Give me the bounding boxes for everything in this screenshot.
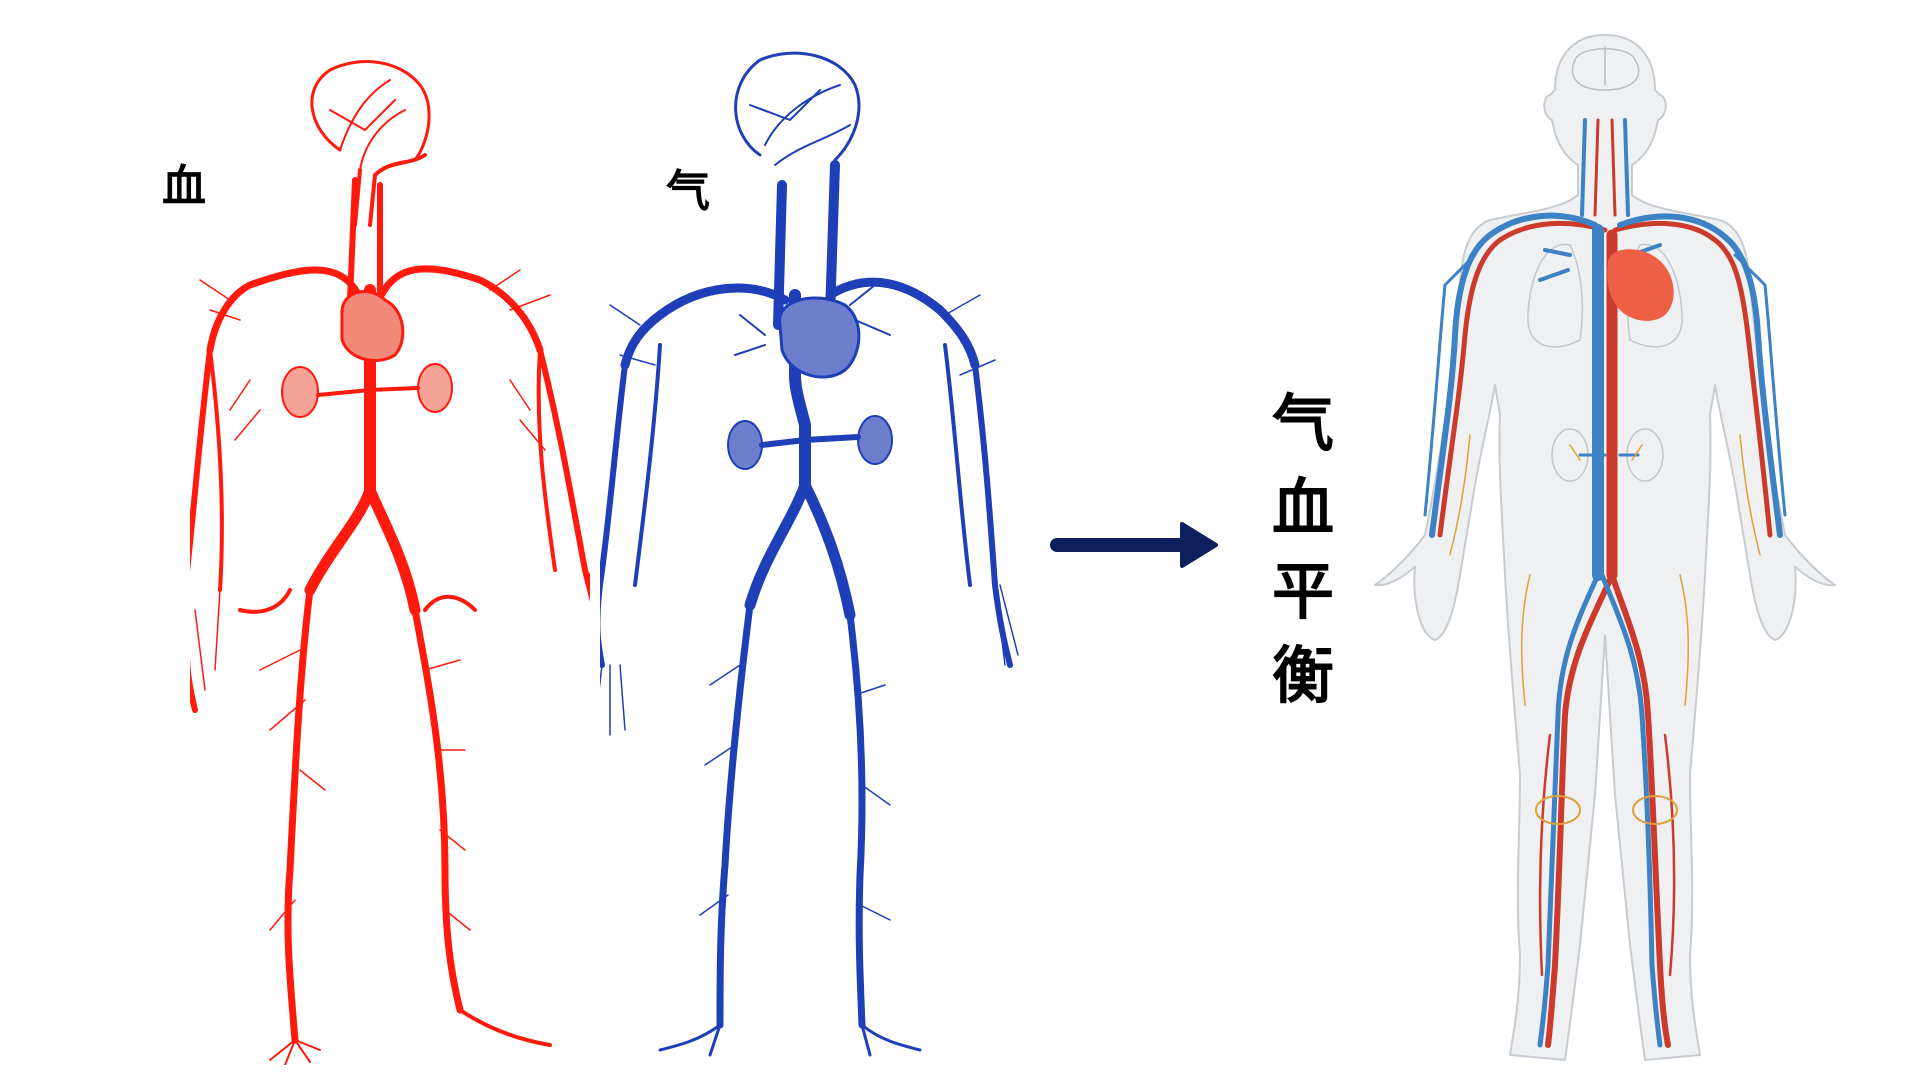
- right-arrow-icon: [1048, 520, 1220, 570]
- title-char: 气: [1271, 387, 1334, 460]
- title-char: 衡: [1271, 639, 1334, 712]
- title-char: 血: [1271, 471, 1334, 544]
- qi-blood-balance-title: 气 血 平 衡: [1268, 393, 1338, 707]
- venous-system-figure: [600, 45, 1020, 1060]
- blood-label: 血: [162, 161, 206, 212]
- combined-circulatory-system-figure: [1370, 15, 1840, 1075]
- qi-label: 气: [666, 166, 710, 217]
- arterial-system-figure: [190, 50, 590, 1065]
- title-char: 平: [1271, 555, 1334, 628]
